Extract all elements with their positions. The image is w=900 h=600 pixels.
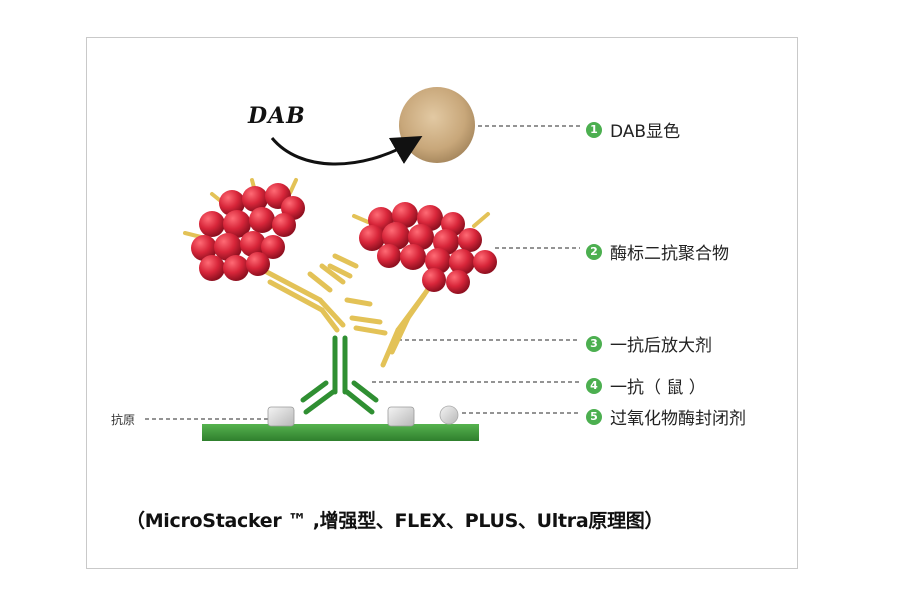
peroxidase-blocker-ball: [439, 405, 459, 425]
dab-arrow-label: DAB: [248, 103, 306, 129]
solid-phase-plate: [202, 424, 479, 441]
legend-label: 酶标二抗聚合物: [610, 244, 729, 264]
legend-number-badge: 4: [586, 377, 602, 394]
legend-item-enzyme-polymer: 2 酶标二抗聚合物: [586, 239, 729, 264]
legend-item-peroxidase-blocker: 5 过氧化物酶封闭剂: [586, 404, 746, 429]
antigen-block: [387, 406, 415, 427]
legend-number-badge: 2: [586, 243, 602, 260]
leader-lines: [145, 125, 580, 420]
amplifier-antibody: [260, 253, 436, 368]
legend-label: 一抗后放大剂: [610, 336, 712, 356]
legend-item-dab: 1 DAB显色: [586, 117, 680, 142]
antigen-label: 抗原: [111, 413, 136, 427]
legend-label: 一抗（ 鼠 ）: [610, 378, 706, 398]
legend-item-primary-antibody: 4 一抗（ 鼠 ）: [586, 373, 706, 398]
primary-antibody: [300, 335, 379, 415]
legend-number-badge: 1: [586, 121, 602, 138]
legend-number-badge: 5: [586, 408, 602, 425]
legend-label: DAB显色: [610, 122, 681, 142]
enzyme-polymer-right: [352, 202, 497, 294]
antigen-block: [267, 406, 295, 427]
dab-chromogen-circle: [399, 87, 475, 163]
enzyme-polymer-left: [183, 178, 305, 281]
diagram-caption: （MicroStacker ™ ,增强型、FLEX、PLUS、Ultra原理图）: [126, 510, 664, 532]
legend-label: 过氧化物酶封闭剂: [610, 409, 746, 429]
dab-arrow: [270, 136, 423, 166]
legend-number-badge: 3: [586, 335, 602, 352]
legend-item-amplifier: 3 一抗后放大剂: [586, 331, 712, 356]
